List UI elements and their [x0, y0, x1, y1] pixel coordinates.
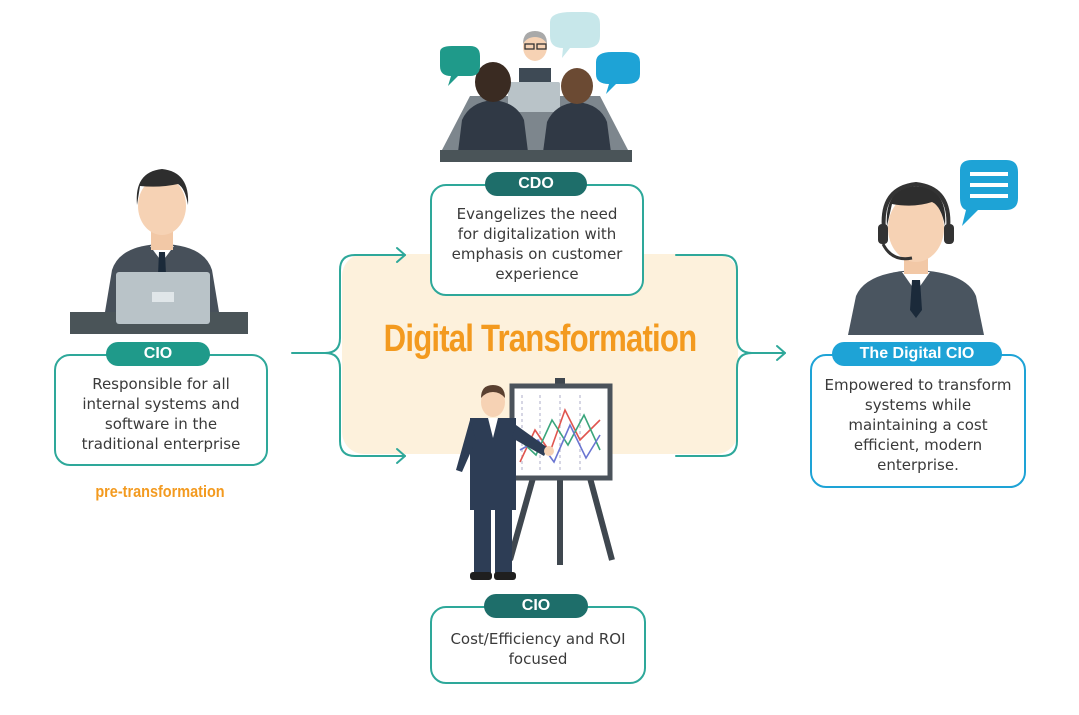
- speech-bubble-icon: [960, 160, 1018, 226]
- pre-transformation-label: pre-transformation: [95, 482, 225, 501]
- cdo-description: Evangelizes the need for digitalization …: [451, 205, 623, 283]
- arrow-right-head: [776, 345, 786, 361]
- left-brace-lower: [324, 352, 406, 457]
- cio-laptop-illustration: [70, 169, 248, 334]
- left-brace: [291, 254, 406, 354]
- presenter-illustration: [456, 378, 615, 580]
- cio-badge: CIO: [106, 342, 210, 366]
- meeting-illustration: [440, 12, 640, 162]
- cio-card: Responsible for all internal systems and…: [54, 354, 268, 466]
- headset-cio-illustration: [848, 181, 984, 335]
- cio-focus-badge: CIO: [484, 594, 588, 618]
- arrow-top-head: [396, 247, 406, 263]
- digital-cio-description: Empowered to transform systems while mai…: [824, 376, 1012, 474]
- cio-focus-description: Cost/Efficiency and ROI focused: [450, 630, 626, 668]
- digital-cio-card: Empowered to transform systems while mai…: [810, 354, 1026, 488]
- right-brace: [675, 254, 786, 354]
- cio-description: Responsible for all internal systems and…: [81, 375, 241, 453]
- right-brace-lower: [675, 352, 753, 457]
- diagram-title: Digital Transformation: [383, 318, 697, 360]
- cio-focus-card: Cost/Efficiency and ROI focused: [430, 606, 646, 684]
- digital-cio-badge: The Digital CIO: [832, 342, 1002, 366]
- arrow-bottom-head: [396, 448, 406, 464]
- cdo-card: Evangelizes the need for digitalization …: [430, 184, 644, 296]
- cdo-badge: CDO: [485, 172, 587, 196]
